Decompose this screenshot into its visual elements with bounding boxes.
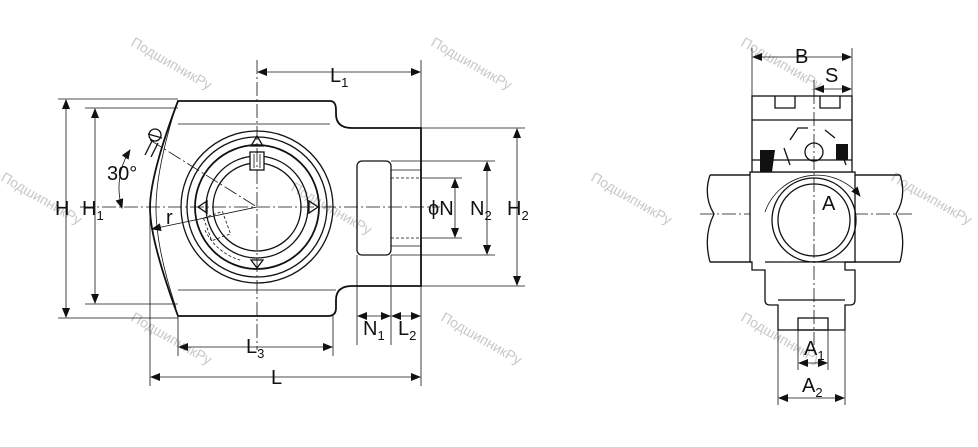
- label-A2: A2: [802, 375, 823, 400]
- label-H: H: [55, 198, 69, 220]
- label-phiN: ϕN: [428, 198, 454, 220]
- side-view: B S A A1 A2: [700, 46, 915, 405]
- watermark: ПодшипникРу: [589, 169, 675, 228]
- side-housing: [749, 171, 856, 331]
- label-B: B: [795, 46, 808, 68]
- watermark: ПодшипникРу: [129, 309, 215, 368]
- label-r: r: [166, 207, 173, 229]
- watermark: ПодшипникРу: [439, 309, 525, 368]
- label-S: S: [825, 65, 838, 87]
- label-L2: L2: [398, 318, 416, 343]
- label-H2: H2: [507, 198, 529, 223]
- label-L: L: [271, 367, 282, 389]
- label-H1: H1: [82, 198, 104, 223]
- watermark: ПодшипникРу: [0, 169, 85, 228]
- label-angle: 30°: [107, 163, 137, 185]
- front-view: L1 H H1 30° r ϕN N2 H2 N1 L2 L3 L: [55, 60, 529, 389]
- slot-box: [356, 160, 392, 256]
- label-N2: N2: [470, 198, 492, 223]
- housing-outline: [149, 100, 422, 317]
- label-L1: L1: [330, 65, 348, 90]
- dim-angle: [115, 149, 131, 209]
- watermark: ПодшипникРу: [429, 34, 515, 93]
- watermark: ПодшипникРу: [129, 34, 215, 93]
- seal-left: [760, 150, 775, 172]
- dim-A: [764, 174, 861, 213]
- grease-fitting-icon: [144, 128, 163, 158]
- label-A1: A1: [804, 338, 825, 363]
- watermark: ПодшипникРу: [739, 34, 825, 93]
- label-N1: N1: [363, 318, 385, 343]
- label-L3: L3: [246, 336, 264, 361]
- label-A: A: [822, 193, 836, 215]
